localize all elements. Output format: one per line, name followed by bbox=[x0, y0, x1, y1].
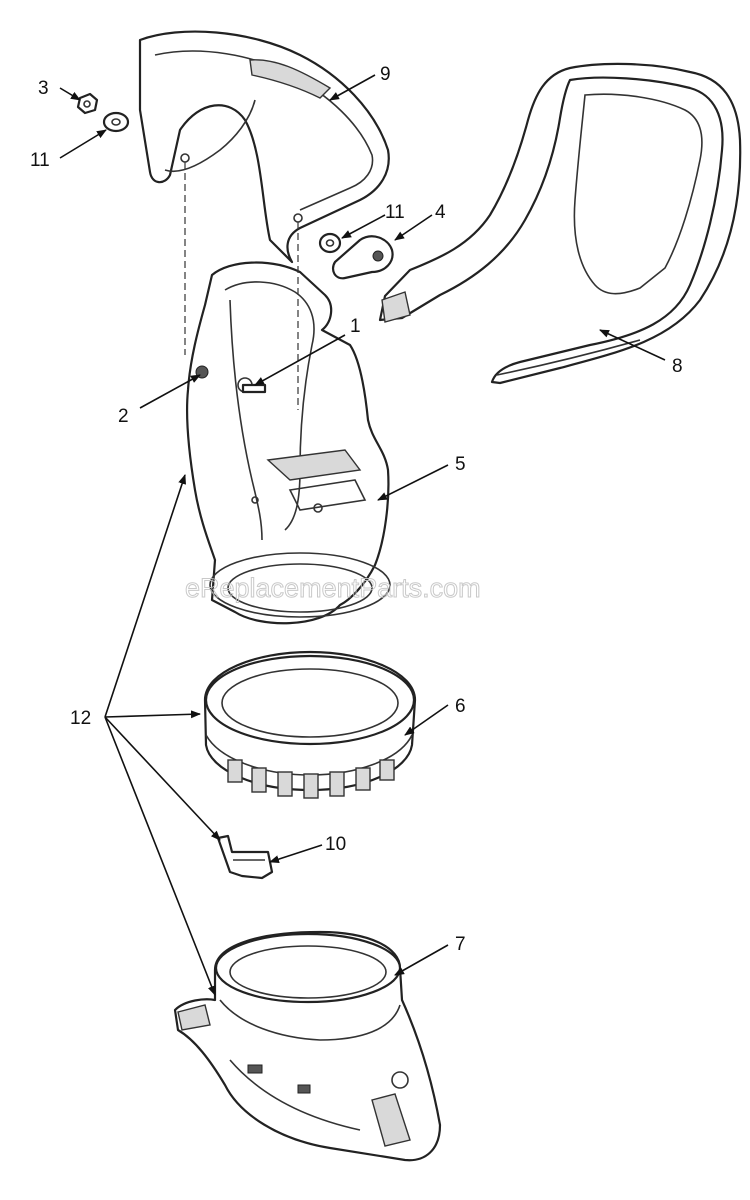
part-7-base bbox=[173, 930, 442, 1162]
part-10-bracket bbox=[216, 834, 274, 880]
callout-11-right: 11 bbox=[385, 202, 405, 223]
part-9-deflector bbox=[138, 30, 390, 264]
part-5-chute bbox=[186, 261, 391, 625]
part-11-washer-upper bbox=[102, 111, 130, 133]
callout-9: 9 bbox=[380, 64, 391, 85]
callout-6: 6 bbox=[455, 696, 466, 717]
watermark-text: eReplacementParts.com bbox=[185, 573, 481, 603]
callout-12: 12 bbox=[70, 708, 91, 729]
callout-5: 5 bbox=[455, 454, 466, 475]
part-8-handle bbox=[378, 62, 742, 385]
callout-4: 4 bbox=[435, 202, 446, 223]
part-11-washer-right bbox=[318, 232, 342, 254]
ring-teeth bbox=[227, 759, 395, 799]
callout-7: 7 bbox=[455, 934, 466, 955]
callout-10: 10 bbox=[325, 834, 346, 855]
callout-2: 2 bbox=[118, 406, 129, 427]
part-3-nut bbox=[76, 92, 99, 115]
callout-8: 8 bbox=[672, 356, 683, 377]
part-6-ring bbox=[203, 650, 417, 799]
callout-11-upper: 11 bbox=[30, 150, 50, 171]
callout-1: 1 bbox=[350, 316, 361, 337]
callout-labels: 1 2 3 4 5 6 7 8 9 10 11 11 12 bbox=[30, 64, 683, 955]
leader-lines bbox=[59, 74, 666, 996]
part-4-knob bbox=[331, 235, 394, 280]
callout-3: 3 bbox=[38, 78, 49, 99]
